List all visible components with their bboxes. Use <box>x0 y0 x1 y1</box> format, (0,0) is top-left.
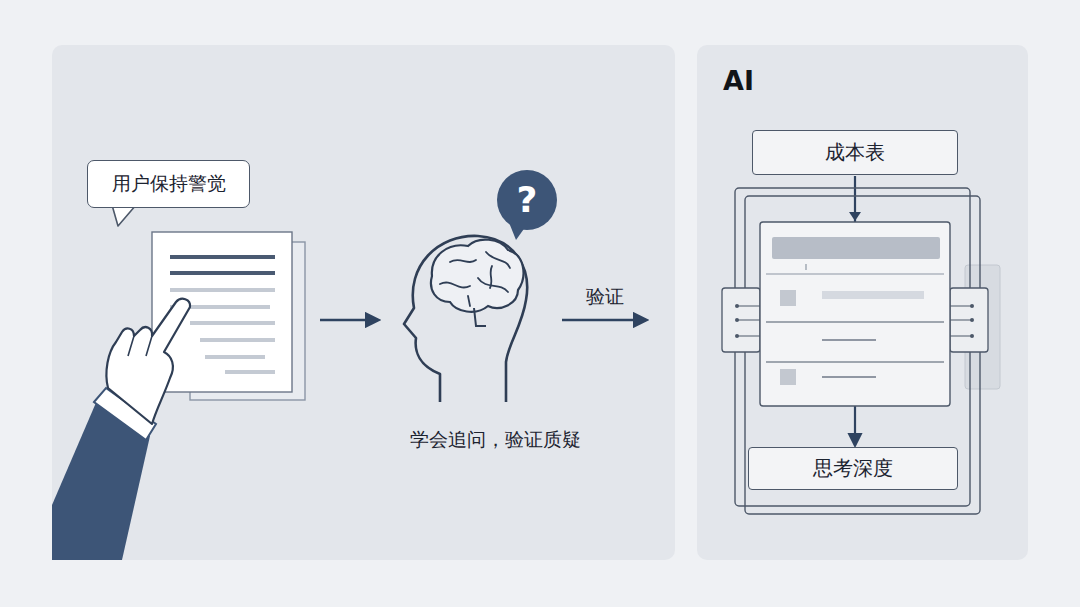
left-panel <box>52 45 675 560</box>
question-mark: ? <box>517 179 538 220</box>
flow-arrow <box>320 319 378 321</box>
bubble-tail <box>112 205 136 226</box>
node-text: 用户保持警觉 <box>112 171 226 197</box>
question-bubble <box>497 170 557 240</box>
pointing-hand <box>52 299 190 560</box>
node-text: 思考深度 <box>813 455 893 482</box>
speech-bubble: 用户保持警觉 <box>87 160 250 208</box>
head-profile <box>404 236 527 402</box>
verify-arrow <box>562 319 646 321</box>
process-box: 思考深度 <box>748 447 958 490</box>
node-text: 成本表 <box>825 139 885 166</box>
process-box: 成本表 <box>752 130 958 175</box>
ai-panel: AI 成本表思考深度 <box>697 45 1028 560</box>
caption-note: 学会追问，验证质疑 <box>410 427 581 453</box>
panel-heading: AI <box>723 65 754 96</box>
right-panel <box>697 45 1028 560</box>
arrow-label: 验证 <box>586 284 624 310</box>
